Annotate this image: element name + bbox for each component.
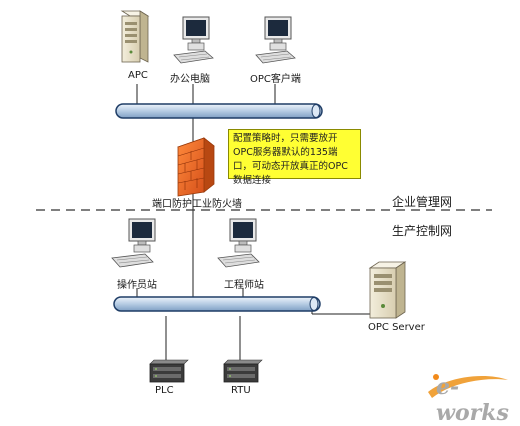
eworks-watermark: e-works — [436, 374, 509, 426]
engineer-station-label: 工程师站 — [224, 280, 264, 291]
firewall-label: 端口防护工业防火墙 — [152, 199, 242, 210]
opc-server-label: OPC Server — [368, 322, 425, 333]
engineer-station-icon — [217, 218, 260, 268]
production-bus — [113, 296, 321, 312]
office-pc-icon — [173, 16, 214, 64]
opc-client-label: OPC客户端 — [250, 74, 301, 85]
enterprise-zone-label: 企业管理网 — [392, 195, 453, 209]
rtu-rack-icon — [223, 359, 263, 383]
plc-rack-icon — [149, 359, 189, 383]
rtu-label: RTU — [231, 385, 251, 396]
office-pc-label: 办公电脑 — [170, 74, 210, 85]
opc-client-pc-icon — [255, 16, 296, 64]
firewall-icon — [177, 137, 215, 197]
operator-station-icon — [111, 218, 156, 268]
enterprise-bus — [115, 103, 323, 119]
opc-server-icon — [368, 261, 407, 319]
operator-station-label: 操作员站 — [117, 280, 157, 291]
eworks-logo-icon — [428, 374, 508, 398]
policy-callout: 配置策略时，只需要放开OPC服务器默认的135端口，可动态开放真正的OPC数据连… — [228, 129, 361, 186]
network-diagram — [36, 10, 508, 398]
plc-label: PLC — [155, 385, 174, 396]
apc-label: APC — [128, 70, 148, 81]
production-zone-label: 生产控制网 — [392, 224, 453, 238]
apc-server-icon — [120, 10, 150, 63]
